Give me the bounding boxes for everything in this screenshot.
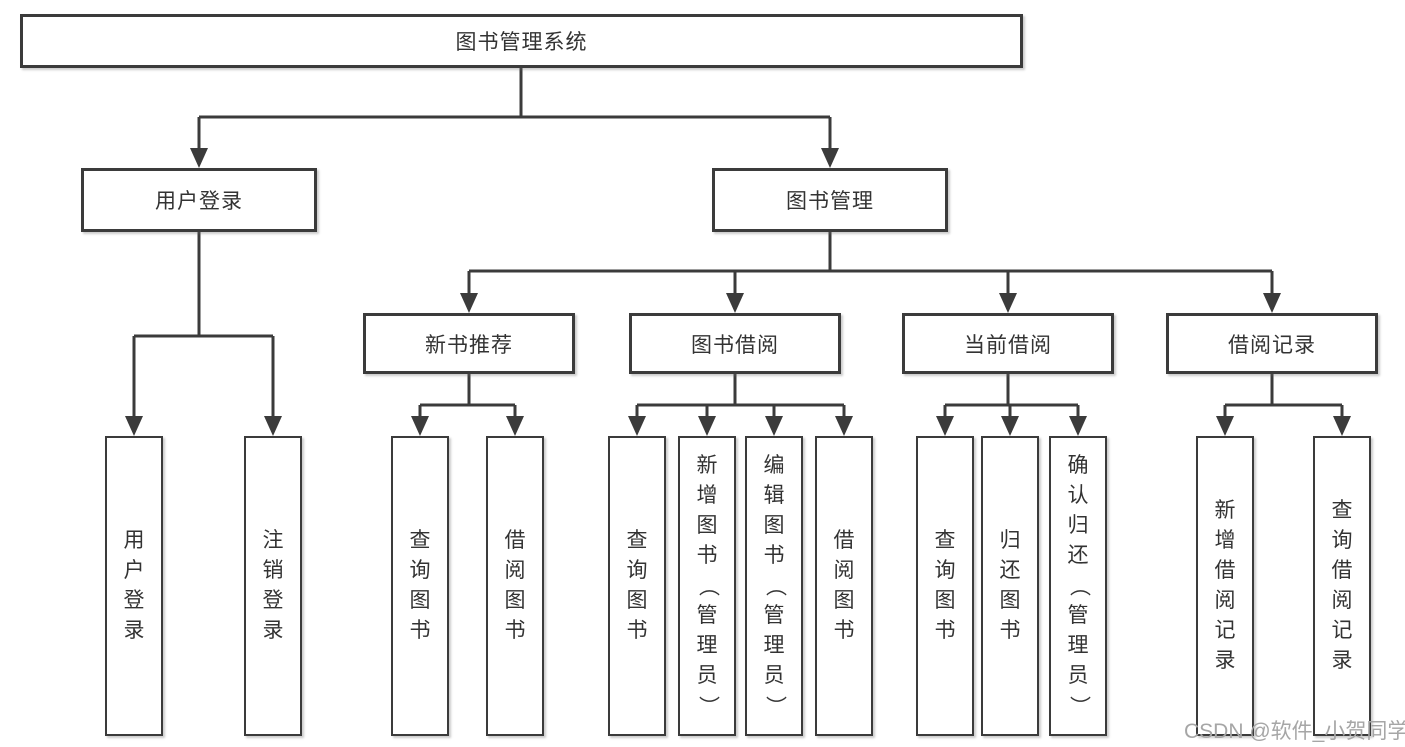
node-leaf-query-books-recommend: 查询图书 — [391, 436, 449, 736]
node-label: 当前借阅 — [964, 333, 1052, 357]
node-label: 归还图书 — [999, 529, 1021, 642]
arrowhead — [125, 416, 143, 436]
node-label: 借阅图书 — [833, 529, 855, 642]
node-label: 查询图书 — [626, 529, 648, 642]
edge-book-borrowing-to-children — [635, 374, 846, 418]
node-label: 图书借阅 — [691, 333, 779, 357]
node-leaf-borrow-books: 借阅图书 — [815, 436, 873, 736]
node-label: 用户登录 — [155, 190, 243, 213]
node-borrowing-records: 借阅记录 — [1166, 313, 1378, 374]
edge-user-login-to-children — [132, 232, 275, 418]
arrowhead — [506, 416, 524, 436]
node-label: 借阅记录 — [1228, 333, 1316, 357]
arrowhead — [1069, 416, 1087, 436]
arrowhead — [628, 416, 646, 436]
node-label: 图书管理系统 — [455, 31, 588, 54]
arrowhead — [999, 293, 1017, 313]
node-leaf-query-books-borrowing: 查询图书 — [608, 436, 666, 736]
node-label: 注销登录 — [262, 529, 284, 642]
arrowhead — [411, 416, 429, 436]
node-leaf-logout: 注销登录 — [244, 436, 302, 736]
node-leaf-borrow-books-recommend: 借阅图书 — [486, 436, 544, 736]
arrowhead — [726, 293, 744, 313]
node-book-borrowing: 图书借阅 — [629, 313, 841, 374]
arrowhead — [821, 148, 839, 168]
node-current-borrowing: 当前借阅 — [902, 313, 1114, 374]
node-leaf-return-books: 归还图书 — [981, 436, 1039, 736]
node-label: 用户登录 — [123, 529, 145, 642]
arrowhead — [698, 416, 716, 436]
arrowhead — [264, 416, 282, 436]
arrowhead — [1263, 293, 1281, 313]
node-label: 新增借阅记录 — [1214, 499, 1236, 672]
edge-book-management-to-children — [467, 232, 1274, 295]
node-leaf-confirm-return-admin: 确认归还（管理员） — [1049, 436, 1107, 736]
arrowhead — [765, 416, 783, 436]
node-label: 确认归还（管理员） — [1067, 454, 1090, 717]
node-leaf-edit-books-admin: 编辑图书（管理员） — [745, 436, 803, 736]
watermark: CSDN @软件_小贺同学 — [1184, 720, 1405, 743]
node-label: 查询图书 — [409, 529, 431, 642]
arrowhead — [1001, 416, 1019, 436]
node-label: 新书推荐 — [425, 333, 513, 357]
edge-borrowing-records-to-children — [1223, 374, 1344, 418]
arrowhead — [190, 148, 208, 168]
node-label: 查询图书 — [934, 529, 956, 642]
edge-current-borrowing-to-children — [943, 374, 1080, 418]
node-label: 借阅图书 — [504, 529, 526, 642]
node-library-management-system: 图书管理系统 — [20, 14, 1023, 68]
arrowhead — [1216, 416, 1234, 436]
arrowhead — [835, 416, 853, 436]
node-label: 查询借阅记录 — [1331, 499, 1353, 672]
node-label: 编辑图书（管理员） — [763, 454, 786, 717]
node-label: 新增图书（管理员） — [696, 454, 719, 717]
node-leaf-query-books-current: 查询图书 — [916, 436, 974, 736]
node-label: 图书管理 — [786, 190, 874, 213]
edge-root-to-level2 — [197, 68, 832, 150]
arrowhead — [460, 293, 478, 313]
node-leaf-user-login: 用户登录 — [105, 436, 163, 736]
node-user-login: 用户登录 — [81, 168, 317, 232]
arrowhead — [936, 416, 954, 436]
node-new-book-recommend: 新书推荐 — [363, 313, 575, 374]
node-book-management: 图书管理 — [712, 168, 948, 232]
node-leaf-add-books-admin: 新增图书（管理员） — [678, 436, 736, 736]
node-leaf-query-borrow-record: 查询借阅记录 — [1313, 436, 1371, 736]
arrowhead — [1333, 416, 1351, 436]
node-leaf-add-borrow-record: 新增借阅记录 — [1196, 436, 1254, 736]
edge-new-book-recommend-to-children — [418, 374, 517, 418]
